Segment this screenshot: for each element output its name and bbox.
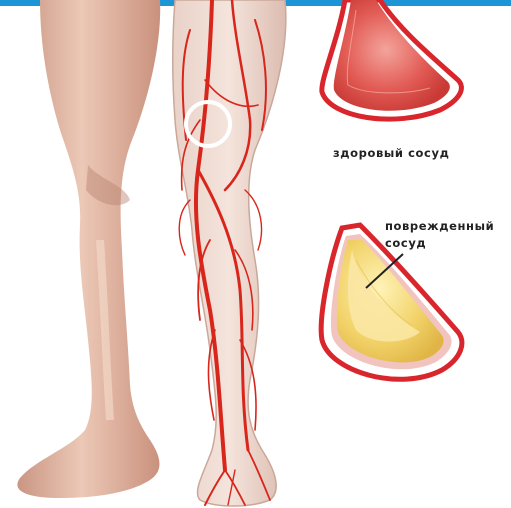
healthy-vessel-cross-section [322,0,462,119]
damaged-vessel-label-line2: сосуд [385,235,494,252]
left-leg [17,0,160,498]
right-leg [173,0,286,506]
healthy-vessel-label: здоровый сосуд [333,146,449,160]
damaged-vessel-label-line1: поврежденный [385,218,494,235]
damaged-vessel-label: поврежденный сосуд [385,218,494,252]
